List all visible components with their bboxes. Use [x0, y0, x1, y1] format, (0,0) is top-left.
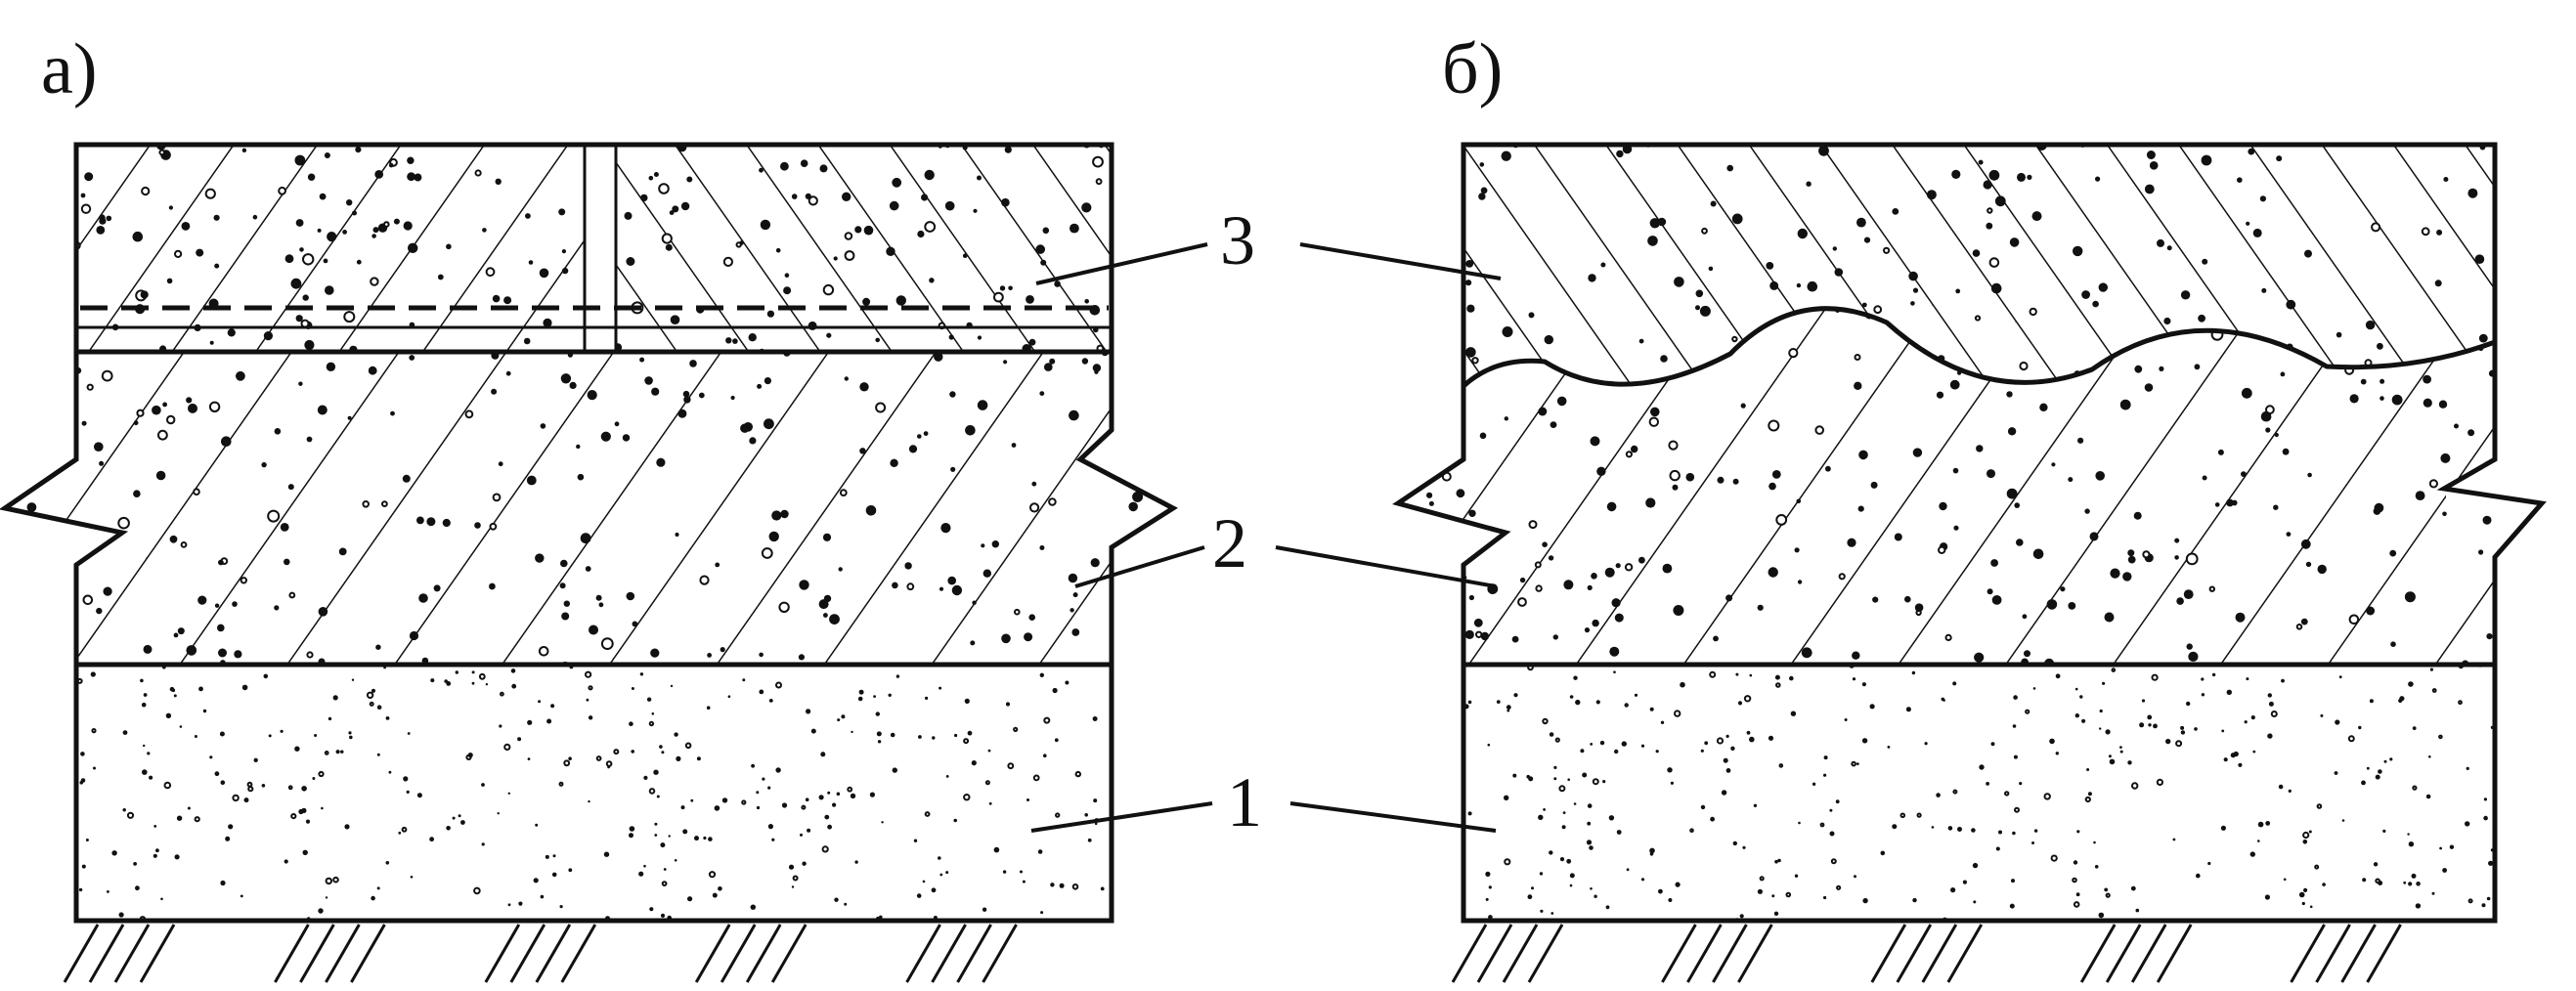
panel-b-leaders [1275, 242, 1502, 833]
panel-a-layer-3-right-aggregate [616, 145, 1105, 352]
panel-a: а) [0, 29, 1262, 983]
callout-1: 1 [1227, 763, 1262, 841]
panel-b: б) [1275, 29, 2547, 983]
panel-a-label: а) [41, 29, 98, 109]
panel-a-callouts: 3 2 1 [1030, 201, 1262, 841]
panel-a-layer-2 [5, 352, 1177, 665]
panel-b-layer-1 [1463, 665, 2494, 921]
panel-b-layer-3 [1463, 145, 2495, 386]
callout-3: 3 [1220, 201, 1255, 280]
panel-a-layer-3 [76, 145, 1112, 352]
panel-b-ground-hatching [1451, 924, 2402, 983]
panel-b-wavy-interface [1462, 306, 2496, 388]
panel-a-layer-3-left-aggregate [76, 145, 569, 352]
panel-a-ground-hatching [63, 924, 1018, 983]
panel-a-layer-1 [76, 665, 1105, 921]
panel-b-layer-1-fine-aggregate [1463, 665, 2494, 921]
panel-a-layer-1-fine-aggregate [76, 665, 1105, 921]
callout-2: 2 [1212, 504, 1247, 582]
panel-b-label: б) [1442, 29, 1503, 109]
